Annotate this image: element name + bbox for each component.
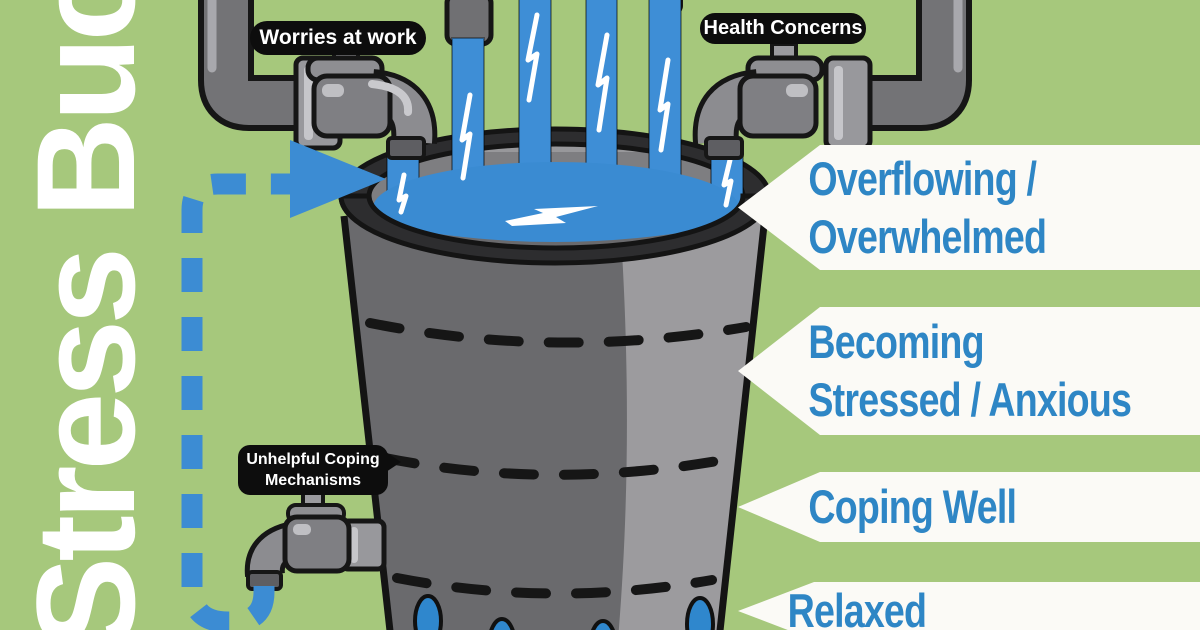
level-band-coping-well: Coping Well <box>738 472 1200 542</box>
level-label: Relaxed <box>787 584 927 630</box>
label-text: Unhelpful Coping <box>246 451 380 468</box>
poster-title: Stress Bucket <box>7 0 164 630</box>
stress-level-lines <box>365 318 751 599</box>
level-label: Stressed / Anxious <box>808 373 1132 426</box>
level-label: Overwhelmed <box>808 209 1047 263</box>
label-text: Health Concerns <box>703 17 863 39</box>
arrow-head <box>290 140 386 218</box>
leak-droplets-icon <box>413 594 715 630</box>
splash-highlights <box>396 12 734 215</box>
label-unhelpful-coping: Unhelpful Coping Mechanisms <box>238 445 401 495</box>
label-worries-at-work: Worries at work <box>250 21 426 55</box>
level-band-relaxed: Relaxed <box>738 582 1200 630</box>
label-health-concerns: Health Concerns <box>700 13 866 44</box>
water-streams <box>373 0 744 254</box>
label-text: Mechanisms <box>264 472 362 489</box>
faucet-coping-icon <box>244 490 387 591</box>
level-band-becoming-stressed: Becoming Stressed / Anxious <box>738 307 1200 435</box>
level-label: Coping Well <box>808 480 1017 533</box>
level-band-overflowing: Overflowing / Overwhelmed <box>738 145 1200 270</box>
faucet-worries-icon <box>198 0 438 160</box>
bucket-body <box>338 193 772 630</box>
faucet-health-icon <box>692 0 972 160</box>
level-label: Becoming <box>808 315 984 368</box>
dashed-return-arrow-icon <box>181 140 386 630</box>
pointer-tail <box>386 452 401 472</box>
level-label: Overflowing / <box>808 151 1037 205</box>
water-surface-highlight <box>505 206 598 226</box>
label-text: Worries at work <box>259 26 417 49</box>
